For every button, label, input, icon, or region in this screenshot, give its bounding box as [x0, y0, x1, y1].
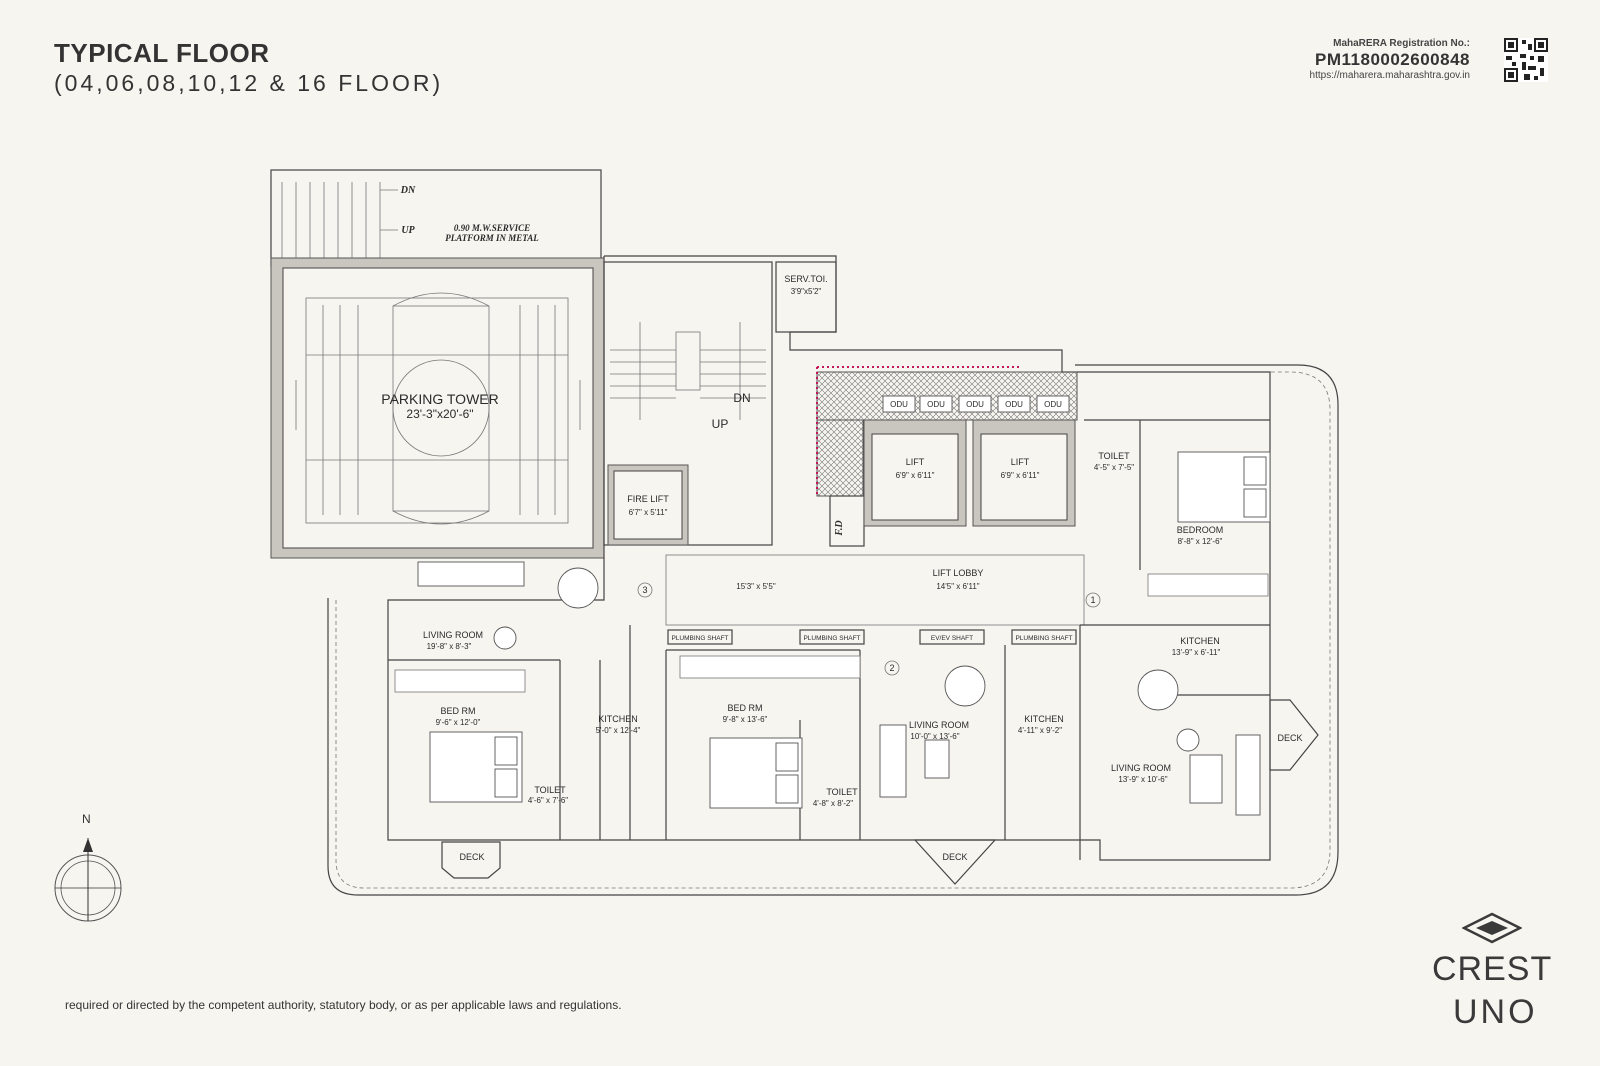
unit1-kitchen-dim: 13'-9" x 6'-11"	[1172, 648, 1221, 657]
unit-marker-1-circle	[1085, 592, 1101, 608]
disclaimer: required or directed by the competent au…	[65, 998, 622, 1012]
parking-tower-mechanism	[295, 292, 581, 525]
unit-marker-3-circle	[637, 582, 653, 598]
beds	[429, 451, 1271, 809]
qr-code-icon[interactable]	[1504, 38, 1548, 82]
unit3-bed-name: BED RM	[440, 706, 475, 716]
unit3-bed-dim: 9'-6" x 12'-0"	[436, 718, 481, 727]
north-arrow-icon	[54, 838, 122, 922]
stair-top-dn: DN	[400, 185, 416, 196]
page-subtitle: (04,06,08,10,12 & 16 FLOOR)	[54, 70, 444, 96]
odu-label-2: ODU	[927, 400, 945, 409]
stair-top-up: UP	[401, 225, 415, 236]
unit3-toilet-name: TOILET	[534, 785, 566, 795]
shaft-2	[799, 629, 865, 645]
shaft-2-label: PLUMBING SHAFT	[803, 635, 860, 642]
deck-left-label: DECK	[459, 852, 484, 862]
rera-label: MahaRERA Registration No.:	[1333, 38, 1470, 49]
page-title: TYPICAL FLOOR	[54, 38, 270, 68]
fire-lift-dim: 6'7" x 5'11"	[629, 508, 668, 517]
unit1-living-name: LIVING ROOM	[1111, 763, 1171, 773]
lift-lobby-name: LIFT LOBBY	[933, 568, 984, 578]
shaft-1	[667, 629, 733, 645]
odu-units	[882, 395, 1070, 413]
unit2-kitchen-dim: 4'-11" x 9'-2"	[1018, 726, 1062, 735]
unit2-living-name: LIVING ROOM	[909, 720, 969, 730]
north-label: N	[82, 812, 91, 826]
brand-subname: UNO	[1453, 993, 1538, 1031]
service-toilet	[775, 261, 837, 333]
service-platform-line1: 0.90 M.W.SERVICE	[454, 223, 530, 233]
unit2-kitchen-name: KITCHEN	[1024, 714, 1064, 724]
lobby-left-dim: 15'3" x 5'5"	[736, 582, 776, 591]
lift-lobby-dim: 14'5" x 6'11"	[936, 582, 979, 591]
deck-left	[441, 841, 501, 879]
unit-marker-2-circle	[884, 660, 900, 676]
odu-label-1: ODU	[890, 400, 908, 409]
unit3-kitchen-dim: 5'-0" x 12'-4"	[596, 726, 641, 735]
stair-block-top	[270, 169, 602, 267]
rera-number: PM1180002600848	[1315, 50, 1470, 69]
unit1-bedroom-dim: 8'-8" x 12'-6"	[1178, 537, 1223, 546]
lift-2-dim: 6'9" x 6'11"	[1001, 471, 1040, 480]
unit3-kitchen-name: KITCHEN	[598, 714, 638, 724]
serv-toilet-name: SERV.TOI.	[784, 274, 827, 284]
shaft-3-label: PLUMBING SHAFT	[1015, 635, 1072, 642]
unit-marker-1: 1	[1090, 595, 1095, 605]
service-platform-line2: PLATFORM IN METAL	[445, 233, 539, 243]
fire-lift-name: FIRE LIFT	[627, 494, 669, 504]
unit1-bedroom-name: BEDROOM	[1177, 525, 1224, 535]
parking-tower-interior	[282, 267, 594, 549]
unit2-bed-name: BED RM	[727, 703, 762, 713]
unit2-bed-dim: 9'-8" x 13'-6"	[723, 715, 768, 724]
fd-label: F.D	[834, 520, 845, 536]
serv-toilet-dim: 3'9"x5'2"	[791, 287, 822, 296]
stair-core-dn: DN	[733, 391, 750, 405]
deck-mid	[913, 839, 997, 885]
deck-right-label: DECK	[1277, 733, 1302, 743]
unit1-kitchen-name: KITCHEN	[1180, 636, 1220, 646]
lift-2-name: LIFT	[1011, 457, 1030, 467]
unit2-toilet-name: TOILET	[826, 787, 858, 797]
unit3-living-name: LIVING ROOM	[423, 630, 483, 640]
odu-label-5: ODU	[1044, 400, 1062, 409]
unit-marker-3: 3	[642, 585, 647, 595]
unit1-toilet-name: TOILET	[1098, 451, 1130, 461]
shaft-ev	[919, 629, 985, 645]
unit2-toilet-dim: 4'-8" x 8'-2"	[813, 799, 853, 808]
unit3-toilet-dim: 4'-6" x 7'-6"	[528, 796, 568, 805]
deck-right	[1269, 699, 1319, 771]
shaft-3	[1011, 629, 1077, 645]
lift-lobby	[665, 554, 1085, 626]
rera-url[interactable]: https://maharera.maharashtra.gov.in	[1309, 70, 1470, 81]
brand-name: CREST	[1432, 950, 1553, 988]
lift-1-dim: 6'9" x 6'11"	[896, 471, 935, 480]
parking-tower-dim: 23'-3"x20'-6"	[406, 407, 473, 421]
lift-1-name: LIFT	[906, 457, 925, 467]
deck-mid-label: DECK	[942, 852, 967, 862]
unit3-living-dim: 19'-8" x 8'-3"	[427, 642, 472, 651]
wardrobes	[394, 573, 1269, 693]
terrace-boundary	[335, 371, 1331, 889]
stair-treads-top	[281, 182, 398, 262]
crest-logo-icon	[1462, 912, 1522, 944]
parking-tower-name: PARKING TOWER	[381, 391, 498, 407]
odu-label-4: ODU	[1005, 400, 1023, 409]
unit-marker-2: 2	[889, 663, 894, 673]
shaft-1-label: PLUMBING SHAFT	[671, 635, 728, 642]
unit1-living-dim: 13'-9" x 10'-6"	[1118, 775, 1167, 784]
unit1-toilet-dim: 4'-5" x 7'-5"	[1094, 463, 1134, 472]
odu-label-3: ODU	[966, 400, 984, 409]
stair-core-up: UP	[712, 417, 729, 431]
living-furniture	[417, 561, 1261, 816]
terrace-outline	[327, 364, 1339, 896]
stair-core-treads	[610, 322, 766, 420]
unit2-living-dim: 10'-0" x 13'-6"	[910, 732, 959, 741]
shaft-ev-label: EV/EV SHAFT	[931, 635, 973, 642]
